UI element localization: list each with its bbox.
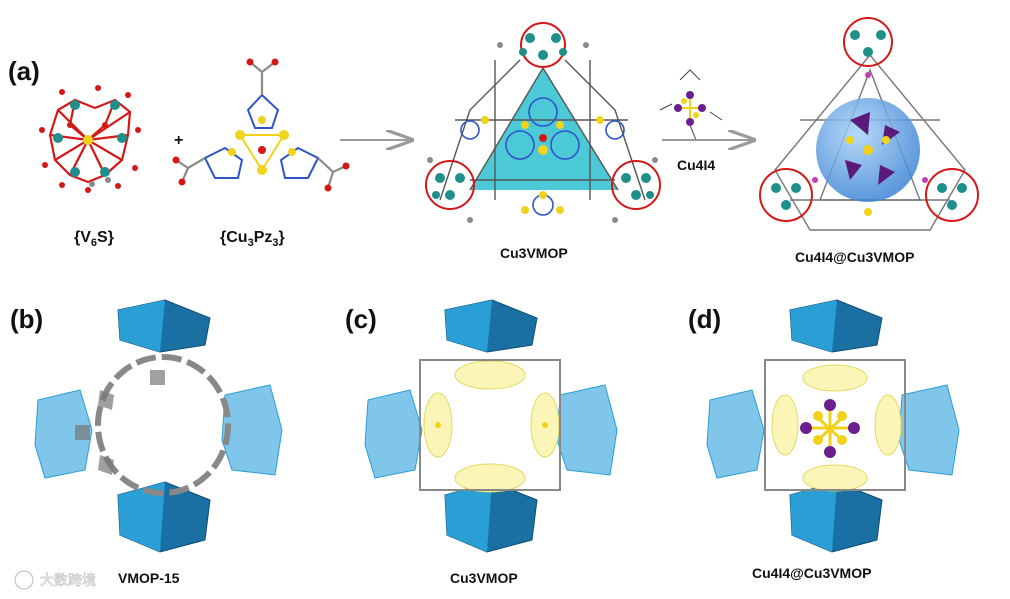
cu3vmop-top-structure — [425, 22, 661, 223]
label-cu3pz3: {Cu3Pz3} — [220, 229, 285, 249]
label-cu3vmop-bottom: Cu3VMOP — [450, 570, 518, 586]
v6s-node-top — [519, 22, 567, 68]
cu4i4-cluster-small — [659, 69, 723, 141]
v6s-cluster-structure — [39, 85, 141, 193]
v6s-node-right-d — [925, 168, 979, 222]
plus-sign: + — [174, 132, 183, 149]
panel-label-a: (a) — [8, 56, 40, 86]
watermark: 大数跨境 — [14, 570, 96, 590]
v6s-node-left — [425, 160, 475, 210]
cu3pz3-structure — [172, 58, 350, 192]
v6s-node-right — [611, 160, 661, 210]
label-vmop15: VMOP-15 — [118, 570, 180, 586]
v6s-node-top-d — [843, 17, 893, 67]
label-cu4i4-at-cu3vmop-bottom: Cu4I4@Cu3VMOP — [752, 565, 871, 581]
cu4i4-at-cu3vmop-top-structure — [759, 17, 979, 231]
label-v6s: {V6S} — [74, 229, 114, 249]
cage-d — [706, 299, 960, 553]
watermark-text: 大数跨境 — [40, 572, 96, 588]
v6s-node-left-d — [759, 168, 813, 222]
cage-b — [34, 299, 283, 553]
cu4i4-cluster-in-cage — [800, 399, 860, 458]
panel-label-c: (c) — [345, 304, 377, 334]
label-cu3vmop-top: Cu3VMOP — [500, 245, 568, 261]
cage-c — [364, 299, 618, 553]
panel-label-b: (b) — [10, 304, 43, 334]
label-cu4i4-arrow: Cu4I4 — [677, 157, 715, 173]
label-cu4i4-at-cu3vmop-top: Cu4I4@Cu3VMOP — [795, 249, 914, 265]
panel-label-d: (d) — [688, 304, 721, 334]
